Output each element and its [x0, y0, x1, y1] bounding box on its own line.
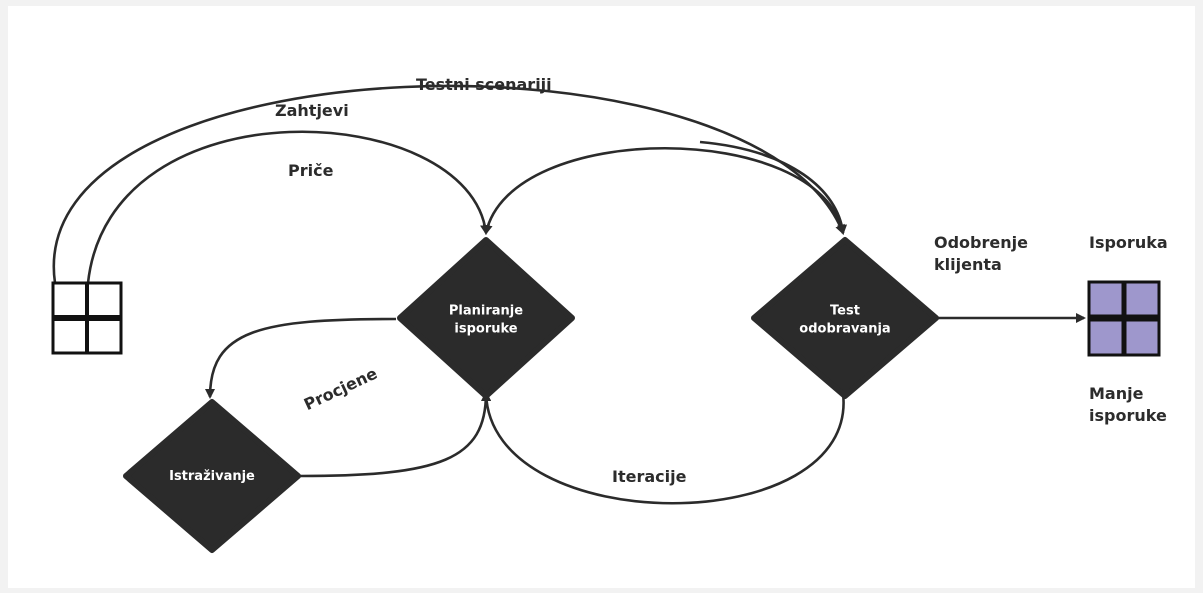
node-label-istrazivanje: Istraživanje — [169, 469, 255, 485]
diamond-planiranje-isporuke — [397, 237, 575, 399]
edge-planiranje-to-istrazivanje — [205, 317, 397, 399]
diamond-istrazivanje — [123, 399, 301, 553]
node-label-test: Test odobravanja — [799, 303, 891, 336]
edge-label-testni-scenariji: Testni scenariji — [416, 75, 552, 94]
edge-iteracije — [481, 391, 845, 505]
diamond-test-odobravanja — [751, 237, 939, 399]
edge-label-zahtjevi: Zahtjevi — [275, 101, 349, 120]
delivery-grid-icon — [1087, 280, 1161, 357]
edge-label-iteracije: Iteracije — [612, 467, 687, 486]
edge-test-to-planiranje — [482, 146, 845, 235]
edge-procjene — [299, 391, 491, 478]
source-grid-icon — [51, 281, 123, 355]
edge-label-price: Priče — [288, 161, 334, 180]
output-label-manje-isporuke: Manje isporuke — [1089, 384, 1167, 425]
edge-zahtjevi — [86, 130, 490, 284]
node-label-planiranje: Planiranje isporuke — [448, 303, 524, 336]
edge-label-odobrenje-klijenta: Odobrenje klijenta — [934, 233, 1028, 274]
output-label-isporuka: Isporuka — [1089, 233, 1168, 252]
edge-testni-scenariji — [52, 84, 845, 284]
edge-planiranje-to-test — [699, 140, 848, 235]
